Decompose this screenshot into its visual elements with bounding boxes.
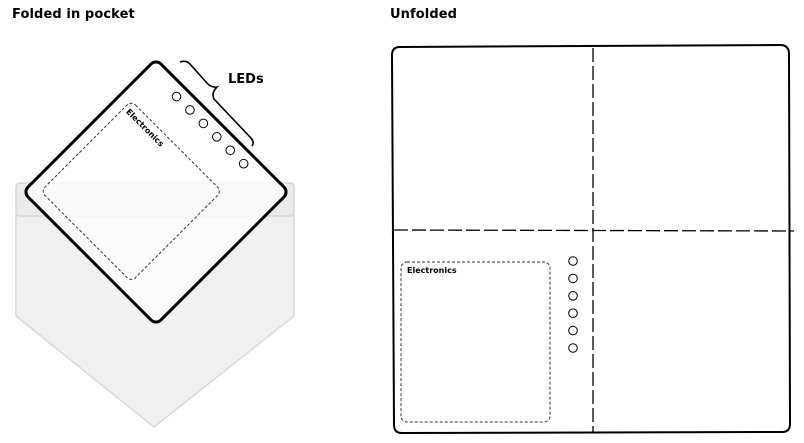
led-circle <box>568 291 578 301</box>
unfolded-panel: Electronics <box>390 43 795 435</box>
folded-title: Folded in pocket <box>12 7 135 22</box>
led-circle <box>225 145 236 156</box>
led-circle <box>212 132 222 142</box>
unfolded-title: Unfolded <box>390 7 458 22</box>
led-circle <box>568 273 578 284</box>
horizontal-fold-line <box>393 229 795 232</box>
led-circle <box>568 308 578 319</box>
folded-electronics-region <box>42 102 220 280</box>
led-circle <box>568 343 578 353</box>
led-circle <box>198 118 209 129</box>
led-circle <box>185 105 195 115</box>
folded-panel: Electronics LEDs <box>15 60 295 428</box>
unfolded-electronics-label: Electronics <box>407 266 457 275</box>
unfolded-electronics-region <box>400 261 551 423</box>
folded-led-row <box>171 91 249 169</box>
led-circle <box>171 91 182 102</box>
folded-card <box>24 60 288 324</box>
led-circle <box>238 158 249 169</box>
leds-label: LEDs <box>228 72 264 87</box>
unfolded-led-column <box>568 256 578 353</box>
unfolded-card <box>390 43 792 435</box>
led-circle <box>568 256 578 266</box>
led-circle <box>568 325 578 336</box>
leds-bracket <box>179 60 254 147</box>
